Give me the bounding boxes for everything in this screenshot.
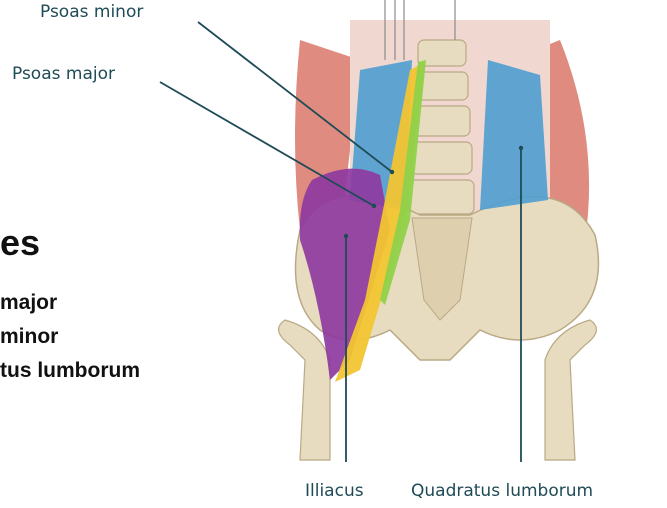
side-list-item: minor bbox=[0, 320, 140, 354]
label-illiacus: Illiacus bbox=[305, 481, 364, 501]
quadratus-lumborum-right bbox=[480, 60, 548, 210]
side-panel-title: es bbox=[0, 222, 40, 264]
side-list-item: major bbox=[0, 286, 140, 320]
left-femur bbox=[279, 320, 330, 460]
label-quadratus-lumborum: Quadratus lumborum bbox=[411, 481, 593, 501]
label-psoas-major: Psoas major bbox=[12, 64, 115, 84]
side-panel-list: major minor tus lumborum bbox=[0, 286, 140, 388]
side-list-item: tus lumborum bbox=[0, 354, 140, 388]
label-psoas-minor: Psoas minor bbox=[40, 2, 143, 22]
right-femur bbox=[545, 320, 596, 460]
